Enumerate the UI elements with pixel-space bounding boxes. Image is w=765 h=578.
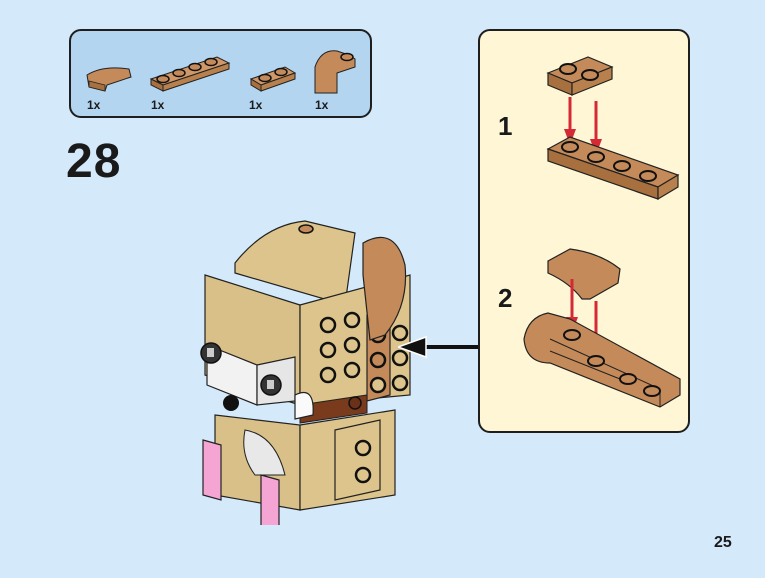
part-qty: 1x [315,98,329,112]
plate-1x4-icon [149,56,231,92]
part-plate-1x4 [149,51,231,95]
brickheadz-dog-model [195,205,425,536]
part-qty: 1x [87,98,101,112]
step-number: 28 [66,135,122,188]
callout-arrow-line [424,345,480,349]
part-qty: 1x [249,98,263,112]
substep-number-1: 1 [498,111,513,141]
callout-arrow-icon [398,335,427,359]
curved-slope-icon [86,67,132,92]
part-plate-1x2 [249,61,299,93]
parts-list-box: 1x 1x 1x [69,29,372,118]
part-curved-brick [311,45,361,95]
substep-2-illustration [523,248,681,408]
curved-brick-icon [314,50,356,94]
part-curved-slope [85,63,135,95]
substep-number-2: 2 [498,283,513,313]
model-illustration [200,220,411,536]
plate-1x2-icon [249,66,297,92]
part-qty: 1x [151,98,165,112]
substep-1-illustration [546,56,680,201]
page-number: 25 [714,534,732,551]
sub-assembly-panel: 1 2 [478,29,690,433]
